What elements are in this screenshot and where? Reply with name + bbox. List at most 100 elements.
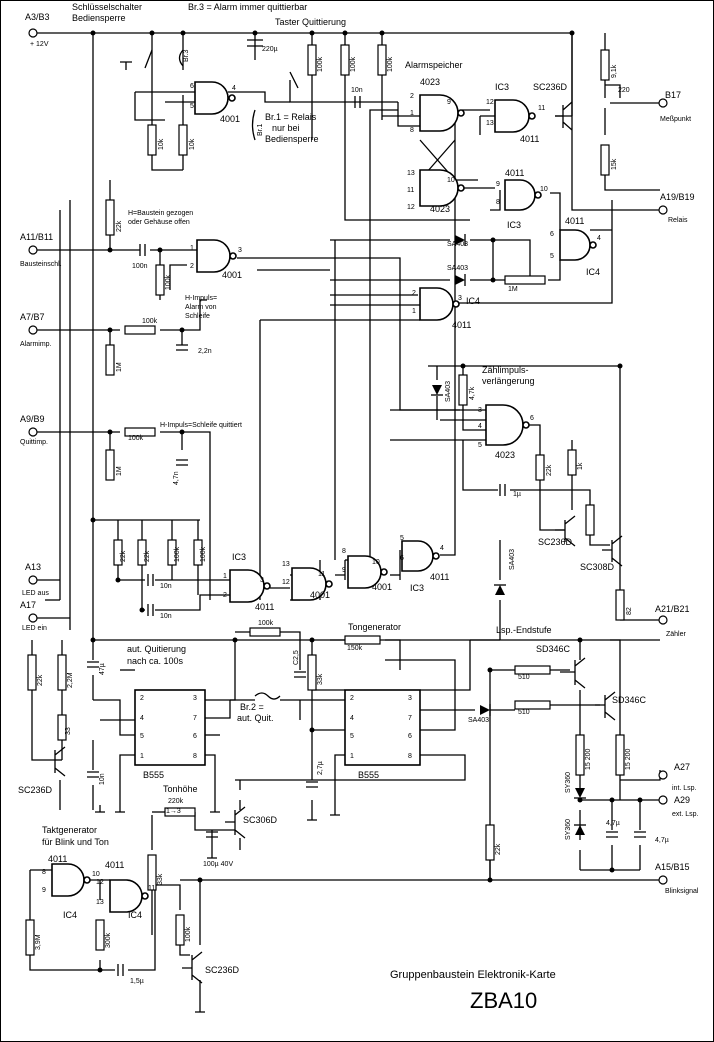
val-r22k-f: 22k <box>495 843 502 855</box>
pin: 3 <box>458 295 462 302</box>
val-r10k-a: 10k <box>158 138 165 150</box>
pin: 12 <box>282 579 290 586</box>
chip-4011-a: 4011 <box>520 134 539 144</box>
pin: 5 <box>478 442 482 449</box>
chip-b555-left: B555 <box>143 770 164 780</box>
junctions <box>90 30 643 973</box>
pin: 2 <box>223 592 227 599</box>
label-plus12: + 12V <box>30 41 49 48</box>
label-quittimp: Quittimp. <box>20 439 48 446</box>
tr-sc306d: SC306D <box>243 815 278 825</box>
val-r220k: 220k <box>168 798 184 805</box>
val-r100k-c: 100k <box>387 56 394 72</box>
val-r150k: 150k <box>347 645 363 652</box>
pin: 10 <box>447 177 455 184</box>
val-c1u: 1µ <box>513 491 521 498</box>
label-messpunkt: Meßpunkt <box>660 116 691 123</box>
pin: 6 <box>400 555 404 562</box>
val-ratio: 1→3 <box>166 808 181 815</box>
val-r1m-b: 1M <box>116 466 123 476</box>
val-c10n-a: 10n <box>351 87 363 94</box>
pin: 12 <box>407 204 415 211</box>
terminal-labels: A3/B3 + 12V A11/B11 Bausteinschl. A7/B7 … <box>20 12 699 895</box>
pin: 6 <box>530 415 534 422</box>
label-a15b15: A15/B15 <box>655 862 690 872</box>
chip-4011-b: 4011 <box>505 168 524 178</box>
terminal-a21b21 <box>658 615 668 625</box>
terminal-a17 <box>28 613 38 623</box>
val-r200-a: 15 200 <box>585 748 592 770</box>
chip-ic4-a: IC4 <box>586 267 600 277</box>
pin: 9 <box>447 99 451 106</box>
label-br2-a: Br.2 = <box>240 702 264 712</box>
pin: 4 <box>478 423 482 430</box>
label-zaehler: Zähler <box>666 631 687 638</box>
val-r300k: 300k <box>105 932 112 948</box>
label-led-aus: LED aus <box>22 590 49 597</box>
pin: 3 <box>238 247 242 254</box>
pin: 1 <box>140 753 144 760</box>
pin: 2 <box>350 695 354 702</box>
val-c100n: 100n <box>132 263 148 270</box>
pin: 7 <box>193 715 197 722</box>
terminal-a11b11 <box>28 245 38 255</box>
label-a29: A29 <box>674 795 690 805</box>
pin: 12 <box>486 99 494 106</box>
val-c47u: 47µ <box>99 663 106 675</box>
switches <box>120 49 299 700</box>
pin: 1 <box>410 110 414 117</box>
chip-4011-h: 4011 <box>105 860 124 870</box>
pin: 11 <box>148 885 155 892</box>
chip-4023-b: 4023 <box>430 204 450 214</box>
pin: 12 <box>96 879 104 886</box>
val-r100k-a: 100k <box>317 56 324 72</box>
pin: 5 <box>190 103 194 110</box>
label-autq-1: aut. Quitierung <box>127 644 186 654</box>
chip-ic3-d: IC3 <box>410 583 424 593</box>
pin: 6 <box>550 231 554 238</box>
val-r2-2m: 2,2M <box>67 672 74 688</box>
pin: 5 <box>140 733 144 740</box>
val-c10n-c: 10n <box>160 613 172 620</box>
val-c4-7n: 4,7n <box>173 471 180 485</box>
pin: 4 <box>350 715 354 722</box>
b555-right <box>344 689 421 766</box>
pin: 8 <box>496 199 500 206</box>
label-a9b9: A9/B9 <box>20 414 45 424</box>
pin: 13 <box>96 899 104 906</box>
label-a21b21: A21/B21 <box>655 604 690 614</box>
chip-4011-c: 4011 <box>565 216 584 226</box>
chip-ic3-a: IC3 <box>495 82 509 92</box>
val-r33k-b: 33k <box>157 873 164 885</box>
gate-4001-b <box>196 239 231 273</box>
pin: 5 <box>400 535 404 542</box>
val-r15k: 15k <box>611 158 618 170</box>
chip-ic4-b: IC4 <box>466 296 480 306</box>
label-takt-1: Taktgenerator <box>42 825 97 835</box>
val-r100k-f: 100k <box>128 435 144 442</box>
pin: 6 <box>190 83 194 90</box>
chip-ic4-c: IC4 <box>63 910 77 920</box>
note-labels: Schlüsselschalter Bediensperre Br.3 = Al… <box>42 2 552 847</box>
transistors <box>45 101 623 984</box>
pin: 2 <box>140 695 144 702</box>
pin: 2 <box>412 290 416 297</box>
label-h-baustein-2: oder Gehäuse offen <box>128 219 190 226</box>
gate-ic3-4011-c <box>229 569 265 603</box>
dio-sa403-a: SA403 <box>447 241 468 248</box>
label-b17: B17 <box>665 90 681 100</box>
pin: 5 <box>350 733 354 740</box>
label-h-alarm-2: Alarm von <box>185 304 217 311</box>
pin: 4 <box>140 715 144 722</box>
wires <box>29 32 661 1005</box>
terminal-a29 <box>658 795 668 805</box>
label-zaehl-1: Zählimpuls- <box>482 365 529 375</box>
val-r1m-a: 1M <box>116 362 123 372</box>
pin: 1 <box>412 308 416 315</box>
tr-sc236d-b: SC236D <box>538 537 573 547</box>
label-alarm-mem: Alarmspeicher <box>405 60 463 70</box>
pin: 1 <box>223 573 227 580</box>
gate-ic4-4011-d <box>109 879 143 913</box>
label-h-alarm-1: H-Impuls= <box>185 295 217 302</box>
